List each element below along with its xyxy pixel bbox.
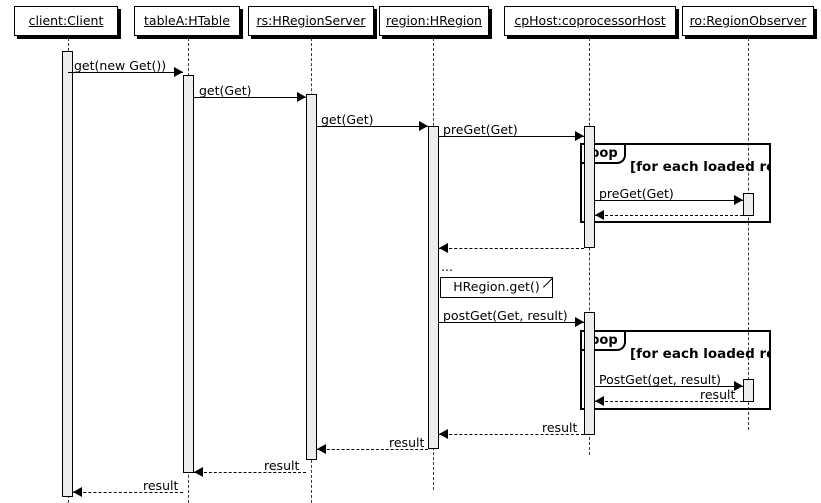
message-line-m11 [439, 434, 584, 435]
fragment-loop2 [580, 330, 771, 410]
participant-cpHost[interactable]: cpHost:coprocessorHost [504, 6, 676, 36]
note-text: HRegion.get() [453, 279, 540, 295]
message-label-m3: get(Get) [321, 112, 374, 127]
message-arrowhead-m1 [174, 67, 183, 77]
message-label-m13: result [264, 458, 300, 473]
message-line-m1 [68, 72, 183, 73]
message-line-m8 [439, 322, 584, 323]
participant-label: cpHost:coprocessorHost [514, 12, 666, 28]
participant-ro[interactable]: ro:RegionObserver [682, 6, 814, 36]
cpHost-activation-1 [584, 126, 595, 248]
message-arrowhead-m13 [194, 467, 203, 477]
message-line-m12 [317, 449, 428, 450]
fragment-loop1 [580, 143, 771, 223]
message-label-m4: preGet(Get) [443, 122, 518, 137]
message-label-m5: preGet(Get) [599, 186, 674, 201]
message-arrowhead-m11 [439, 429, 448, 439]
message-line-m14 [73, 492, 183, 493]
message-arrowhead-m14 [73, 487, 82, 497]
participant-label: rs:HRegionServer [256, 12, 366, 28]
lifeline-ro [748, 38, 749, 430]
message-arrowhead-m6 [595, 210, 604, 220]
fragment-guard-label: [for each loaded ro] [630, 161, 769, 175]
message-line-m2 [194, 97, 306, 98]
cpHost-activation-2 [584, 312, 595, 435]
message-label-m8: postGet(Get, result) [443, 308, 568, 323]
message-arrowhead-m12 [317, 444, 326, 454]
participant-tableA[interactable]: tableA:HTable [134, 6, 240, 36]
message-line-m3 [317, 126, 428, 127]
message-arrowhead-m3 [419, 121, 428, 131]
message-line-m6 [595, 215, 743, 216]
message-arrowhead-m10 [595, 396, 604, 406]
message-arrowhead-m2 [297, 92, 306, 102]
note-fold-corner [543, 278, 552, 287]
note-note1: HRegion.get() [440, 277, 553, 298]
fragment-guard-label: [for each loaded ro] [630, 348, 769, 362]
rs-activation [306, 94, 317, 460]
participant-client[interactable]: client:Client [14, 6, 118, 36]
participant-label: region:HRegion [386, 12, 482, 28]
message-label-m1: get(new Get()) [74, 58, 167, 73]
message-label-m11: result [542, 420, 578, 435]
participant-region[interactable]: region:HRegion [379, 6, 489, 36]
message-line-m13 [194, 472, 306, 473]
ro-activation-1 [743, 193, 754, 216]
message-arrowhead-m5 [734, 195, 743, 205]
message-label-m9: PostGet(get, result) [599, 372, 722, 387]
message-arrowhead-m8 [575, 317, 584, 327]
message-line-m5 [595, 200, 743, 201]
region-activation [428, 126, 439, 449]
participant-label: tableA:HTable [144, 12, 230, 28]
message-arrowhead-m9 [734, 381, 743, 391]
message-label-m14: result [143, 478, 179, 493]
message-line-m7 [439, 248, 584, 249]
message-label-m2: get(Get) [199, 83, 252, 98]
participant-label: ro:RegionObserver [689, 12, 807, 28]
annotation-ellipsis1: ... [441, 259, 453, 274]
message-arrowhead-m7 [439, 243, 448, 253]
tableA-activation [183, 75, 194, 473]
message-label-m12: result [389, 435, 425, 450]
message-label-m10: result [700, 387, 736, 402]
message-line-m10 [595, 401, 743, 402]
client-activation [62, 51, 73, 497]
message-line-m9 [595, 386, 743, 387]
message-line-m4 [439, 136, 584, 137]
participant-rs[interactable]: rs:HRegionServer [248, 6, 374, 36]
ro-activation-2 [743, 379, 754, 402]
message-arrowhead-m4 [575, 131, 584, 141]
participant-label: client:Client [28, 12, 104, 28]
